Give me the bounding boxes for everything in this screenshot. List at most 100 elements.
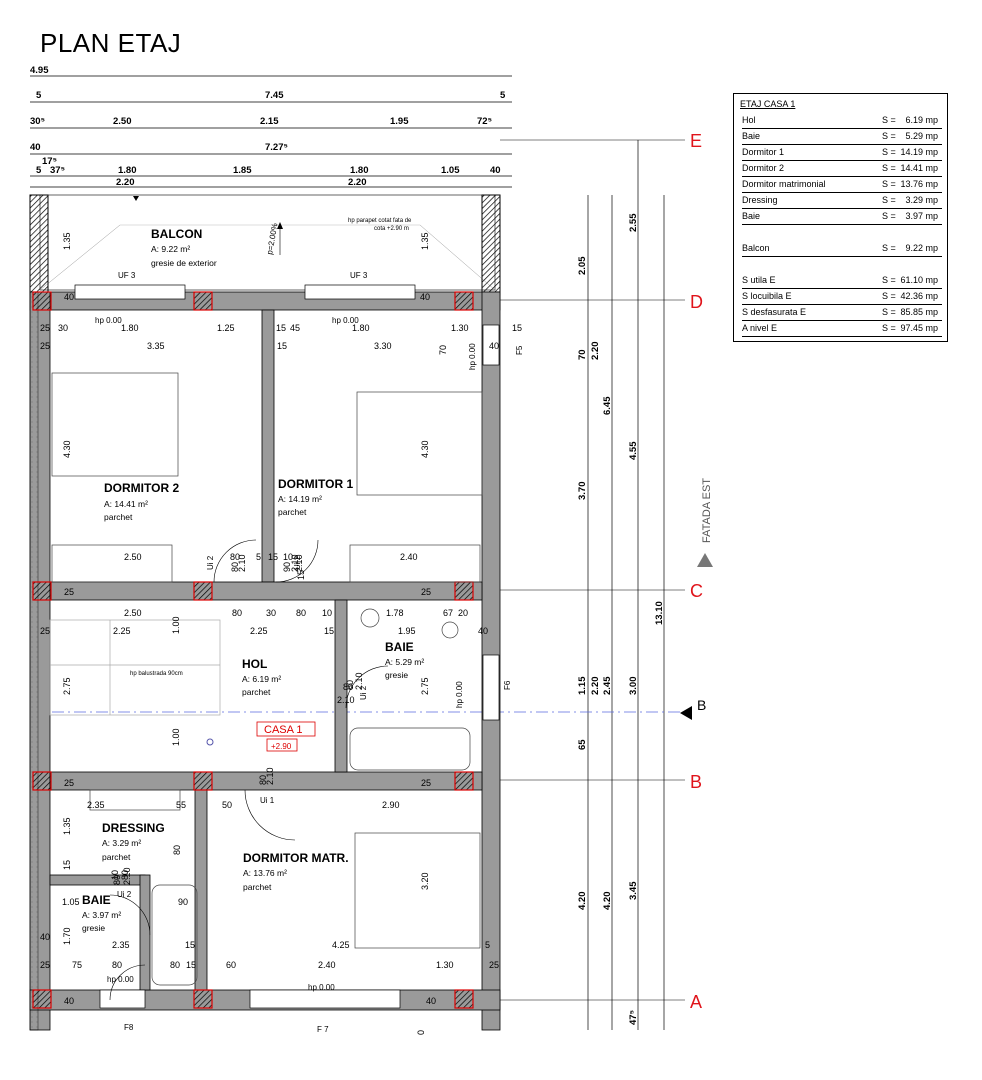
doors <box>109 539 389 1001</box>
dim-text: 1.35 <box>62 232 72 250</box>
s-label-cell: S = <box>882 323 896 333</box>
window-f7 <box>249 989 401 1009</box>
s-label-cell: S = <box>882 179 896 189</box>
s-label-cell: S = <box>882 291 896 301</box>
dim-text: 55 <box>176 800 186 810</box>
page-title: PLAN ETAJ <box>40 28 182 58</box>
wall-bath2-v <box>139 874 151 991</box>
column <box>454 771 474 791</box>
dim-text: 1.30 <box>436 960 454 970</box>
dim-text: 80 <box>112 875 122 885</box>
door-tag: Ui 2 <box>206 555 215 570</box>
room-area: A: 13.76 m² <box>243 868 287 878</box>
dim-text: 2.50 <box>124 552 142 562</box>
room-name: BAIE <box>385 640 414 654</box>
dim-text: 80 <box>258 775 268 785</box>
parapet-note-2: cota +2.90 m <box>374 226 409 232</box>
section-label: B <box>697 697 706 713</box>
room-name-cell: Dormitor 2 <box>742 163 785 173</box>
window-tag: F8 <box>124 1023 134 1032</box>
dim-text: 10 <box>283 552 293 562</box>
axis-lines <box>500 139 685 1001</box>
window-f8 <box>99 989 146 1009</box>
room-name-cell: Balcon <box>742 243 770 253</box>
room-area: A: 3.29 m² <box>102 838 141 848</box>
dim-text: 1.85 <box>233 165 252 176</box>
room-area: A: 14.19 m² <box>278 494 322 504</box>
s-label-cell: S = <box>882 243 896 253</box>
dim-text: 2.50 <box>113 116 132 127</box>
dim-text: 2.35 <box>112 940 130 950</box>
room-name: DORMITOR MATR. <box>243 851 349 865</box>
wall-hall-bath <box>334 599 348 773</box>
area-value-cell: 85.85 mp <box>900 307 938 317</box>
door-tag: Ui 2 <box>359 685 368 700</box>
hp-tag: hp 0.00 <box>455 681 464 708</box>
dim-text: 3.30 <box>374 341 392 351</box>
dim-text: 80 <box>343 682 353 692</box>
casa-label: CASA 1 <box>264 724 303 736</box>
axis-label-e: E <box>690 131 702 151</box>
column <box>32 989 52 1009</box>
s-label-cell: S = <box>882 131 896 141</box>
wardrobe-dressing <box>89 789 181 811</box>
area-value-cell: 3.97 mp <box>905 211 938 221</box>
column <box>193 581 213 601</box>
area-value-cell: 42.36 mp <box>900 291 938 301</box>
door-ui1 <box>244 789 296 841</box>
dim-text: 3.00 <box>628 677 639 696</box>
dim-text: 0 <box>416 1030 426 1035</box>
room-finish: gresie de exterior <box>151 258 217 268</box>
level-label-box <box>266 738 298 752</box>
room-area: A: 14.41 m² <box>104 499 148 509</box>
dim-text: 15 <box>276 323 286 333</box>
room-name: DORMITOR 2 <box>104 481 179 495</box>
column <box>454 581 474 601</box>
window-tag: UF 3 <box>350 271 368 280</box>
room-area: A: 5.29 m² <box>385 657 424 667</box>
window-f6 <box>482 654 500 721</box>
axis-label-c: C <box>690 581 703 601</box>
dim-text: 30 <box>266 608 276 618</box>
area-value-cell: 14.19 mp <box>900 147 938 157</box>
dim-text: 40 <box>489 341 499 351</box>
door-ui2-baie <box>345 665 389 709</box>
area-value-cell: 3.29 mp <box>905 195 938 205</box>
dim-text: 1.80 <box>350 165 369 176</box>
parapet-note: hp parapet cotat fata de <box>348 218 412 224</box>
dim-text: 65 <box>577 739 588 750</box>
dim-text: 4.20 <box>602 892 613 911</box>
room-area: A: 9.22 m² <box>151 244 190 254</box>
dim-text: 75 <box>72 960 82 970</box>
level-marker-icon <box>206 738 214 746</box>
axis-label-a: A <box>690 992 702 1012</box>
door-tag: Ui 2 <box>117 890 132 899</box>
dim-text: 2.40 <box>400 552 418 562</box>
wall-bed-divider <box>261 309 275 583</box>
dim-text: 15 <box>185 940 195 950</box>
room-area: A: 3.97 m² <box>82 910 121 920</box>
dim-text: 25 <box>64 587 74 597</box>
area-value-cell: 6.19 mp <box>905 115 938 125</box>
room-labels: BALCON A: 9.22 m² gresie de exterior DOR… <box>82 227 424 933</box>
column <box>193 989 213 1009</box>
dim-text: 4.30 <box>420 440 430 458</box>
room-finish: gresie <box>385 670 408 680</box>
casa-label-box <box>256 721 316 737</box>
s-label-cell: S = <box>882 147 896 157</box>
window-tag: F6 <box>503 680 512 690</box>
dim-text: 40 <box>64 996 74 1006</box>
dim-text: 15 <box>324 626 334 636</box>
slope-label: p=2.00% <box>265 222 279 255</box>
dim-text: 25 <box>40 323 50 333</box>
dim-text: 70 <box>577 349 588 360</box>
hp-tag: hp 0.00 <box>107 975 134 984</box>
